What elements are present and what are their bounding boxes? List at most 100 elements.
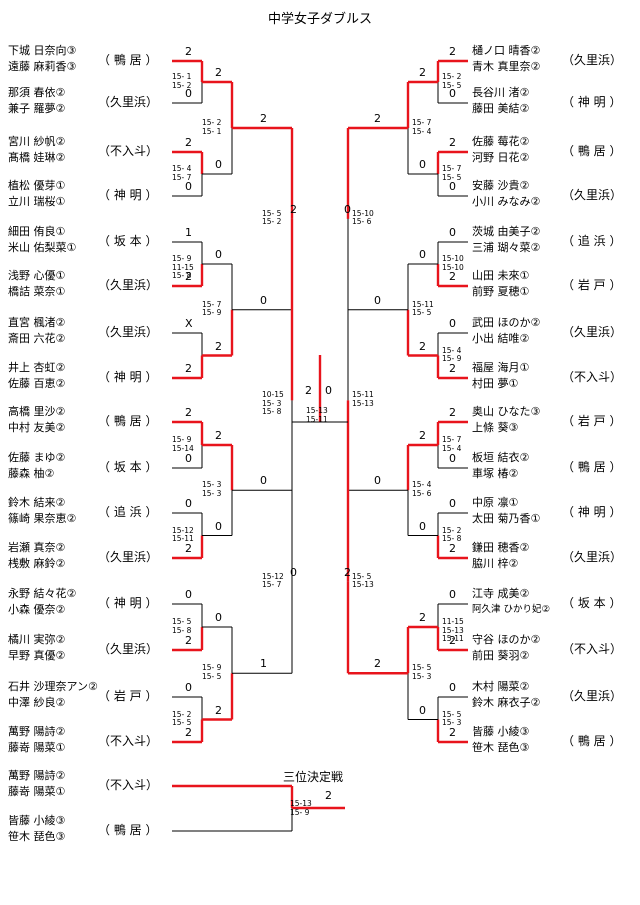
R_r1-result-bottom: 2 xyxy=(449,634,456,647)
L_r2-score: 15- 3 15- 3 xyxy=(202,480,222,498)
R_r3-result-top: 2 xyxy=(374,112,381,125)
left-entry-player1: 鈴木 結来② xyxy=(8,496,66,509)
left-entry-player1: 石井 沙理奈アン② xyxy=(8,680,98,693)
page-title: 中学女子ダブルス xyxy=(267,12,372,27)
right-entry-team: （ 神 明 ） xyxy=(562,505,622,519)
R_r1-result-bottom: 2 xyxy=(449,542,456,555)
third-entry-player2: 笹木 琵色③ xyxy=(8,830,66,843)
left-entry-player2: 立川 瑞桜① xyxy=(8,195,66,208)
R_r1-result-top: 0 xyxy=(449,226,456,239)
right-entry-team: （久里浜） xyxy=(562,325,623,339)
R_r1-result-top: 0 xyxy=(449,588,456,601)
R_r3-score: 15-10 15- 6 xyxy=(352,208,374,227)
R_r2-result-top: 2 xyxy=(419,611,426,624)
left-entry-player2: 早野 真優② xyxy=(8,649,66,662)
L_r1-result-top: X xyxy=(185,317,193,330)
R_r2-result-bottom: 0 xyxy=(419,158,426,171)
L_r1-result-bottom: 2 xyxy=(185,362,192,375)
third-result-top: 2 xyxy=(325,789,332,802)
right-entry-team: （ 追 浜 ） xyxy=(562,234,622,248)
L_r3-result-bottom: 0 xyxy=(260,293,267,307)
L_r4-score: 10-15 15- 3 15- 8 xyxy=(262,390,284,417)
right-entry-team: （ 坂 本 ） xyxy=(562,596,622,610)
L_r1-result-top: 2 xyxy=(185,406,192,419)
right-entry-player2: 藤田 美結② xyxy=(472,102,530,115)
L_r1-score: 15- 2 15- 5 xyxy=(172,709,192,727)
left-entry-player2: 髙橋 娃琳② xyxy=(8,151,66,164)
R_r2-score: 15- 5 15- 3 xyxy=(412,663,432,681)
right-entry-team: （不入斗） xyxy=(562,370,623,384)
R_r1-score: 11-15 15-13 15-11 xyxy=(442,617,464,643)
right-entry-player1: 皆藤 小綾③ xyxy=(472,725,530,738)
left-entry-team: （不入斗） xyxy=(98,144,159,158)
left-entry-player1: 浅野 心優① xyxy=(8,269,66,282)
right-entry-player2: 脇川 梓② xyxy=(472,557,519,570)
right-entry-player2: 三浦 瑚々菜② xyxy=(472,241,541,254)
R_r1-score: 15- 4 15- 9 xyxy=(442,345,462,363)
L_r1-score: 15-12 15-11 xyxy=(172,525,194,543)
R_r2-result-top: 2 xyxy=(419,66,426,79)
right-entry-team: （ 岩 戸 ） xyxy=(562,278,622,292)
left-entry-player1: 岩瀬 真奈② xyxy=(8,541,66,554)
right-entry-team: （ 神 明 ） xyxy=(562,95,622,109)
R_r3-result-bottom: 2 xyxy=(374,657,381,671)
L_r1-score: 15- 5 15- 8 xyxy=(172,617,192,635)
L_r1-result-bottom: 2 xyxy=(185,726,192,739)
left-entry-player2: 桟敷 麻鈴② xyxy=(8,557,66,570)
R_r3-result-bottom: 0 xyxy=(374,293,381,307)
left-entry-player1: 高橋 里沙② xyxy=(8,405,66,418)
right-entry-player1: 茨城 由美子② xyxy=(472,225,541,238)
L_r1-result-top: 1 xyxy=(185,226,192,239)
L_r1-result-top: 0 xyxy=(185,681,192,694)
right-entry-player1: 板垣 結衣② xyxy=(472,451,530,464)
right-entry-player1: 山田 未來① xyxy=(472,269,530,282)
third-entry-team: （ 鴨 居 ） xyxy=(98,823,158,837)
R_r1-score: 15- 5 15- 3 xyxy=(442,709,462,727)
L_r2-result-bottom: 2 xyxy=(215,703,222,717)
right-entry-player2: 小川 みなみ② xyxy=(472,195,541,208)
left-entry-team: （久里浜） xyxy=(98,95,159,109)
third-entry-player1: 萬野 陽詩② xyxy=(8,769,66,782)
R_r2-score: 15-11 15- 5 xyxy=(412,299,434,318)
R_r1-result-bottom: 2 xyxy=(449,362,456,375)
right-entry-player1: 江寺 成美② xyxy=(472,587,530,600)
right-entry-team: （不入斗） xyxy=(562,642,623,656)
right-entry-player1: 長谷川 渚② xyxy=(472,86,530,99)
right-entry-player1: 樋ノ口 晴香② xyxy=(472,44,541,57)
left-entry-player1: 下城 日奈向③ xyxy=(8,44,77,57)
L_r4-result-top: 2 xyxy=(290,202,297,216)
left-entry-team: （ 神 明 ） xyxy=(98,596,158,610)
R_r3-score: 15- 5 15-13 xyxy=(352,571,374,590)
left-entry-player1: 橘川 実弥② xyxy=(8,633,66,646)
L_r1-result-top: 2 xyxy=(185,45,192,58)
R_r1-result-top: 2 xyxy=(449,136,456,149)
L_r1-result-top: 0 xyxy=(185,497,192,510)
R_r1-score: 15- 7 15- 4 xyxy=(442,435,462,453)
right-entry-player1: 武田 ほのか② xyxy=(472,316,541,329)
left-entry-player2: 橋詰 菜奈① xyxy=(8,285,66,298)
R_r1-result-bottom: 2 xyxy=(449,270,456,283)
left-entry-player2: 小森 優奈② xyxy=(8,603,66,616)
R_r2-score: 15- 4 15- 6 xyxy=(412,480,432,498)
right-entry-player2: 村田 夢① xyxy=(472,377,519,390)
R_r4-score: 15-11 15-13 xyxy=(352,390,374,408)
R_r1-result-top: 0 xyxy=(449,681,456,694)
L_r3-result-top: 2 xyxy=(260,112,267,125)
L_r2-result-top: 2 xyxy=(215,66,222,79)
left-entry-player2: 米山 佑梨菜① xyxy=(8,241,77,254)
L_r2-result-top: 0 xyxy=(215,248,222,261)
final-score: 15-13 15-11 xyxy=(306,406,328,424)
right-entry-player2: 小出 結唯② xyxy=(472,332,530,345)
left-entry-player2: 中村 友美② xyxy=(8,421,66,434)
right-entry-player2: 前田 葵羽② xyxy=(472,649,530,662)
left-entry-player2: 斎田 六花② xyxy=(8,332,66,345)
L_r1-result-bottom: 0 xyxy=(185,87,192,100)
left-entry-player1: 細田 侑良① xyxy=(8,225,66,238)
left-entry-team: （久里浜） xyxy=(98,325,159,339)
left-entry-team: （ 岩 戸 ） xyxy=(98,689,158,703)
right-entry-player1: 木村 陽菜② xyxy=(472,680,530,693)
left-entry-player2: 篠崎 果奈恵② xyxy=(8,512,77,525)
R_r1-result-bottom: 0 xyxy=(449,452,456,465)
